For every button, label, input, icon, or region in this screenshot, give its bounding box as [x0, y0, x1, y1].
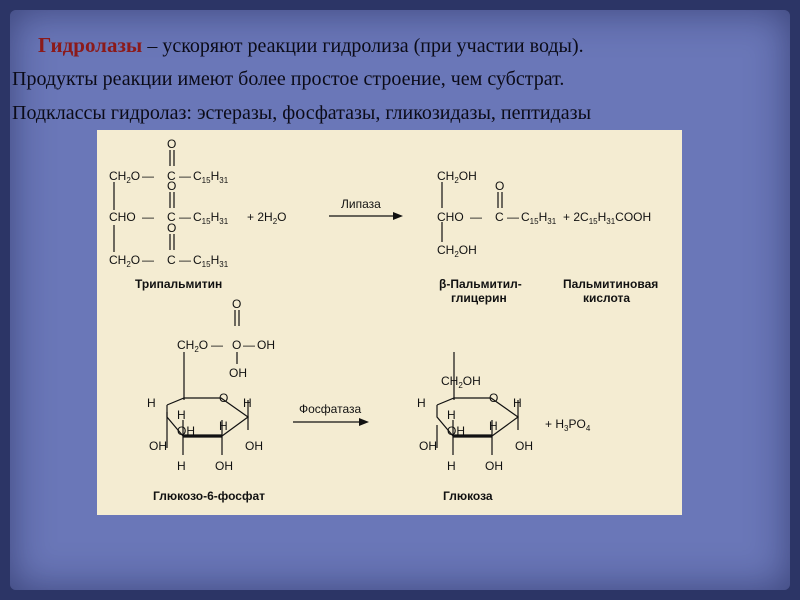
atom-oh: OH: [485, 459, 503, 473]
atom-c: C: [495, 210, 504, 224]
heading-line-3: Подклассы гидролаз: эстеразы, фосфатазы,…: [12, 102, 592, 124]
atom-h: H: [243, 396, 252, 410]
label-palmitylglycerol-2: глицерин: [451, 291, 507, 305]
atom-ch2oh: CH2OH: [437, 169, 477, 185]
atom-ch2o: CH2O: [109, 169, 140, 185]
bond-dash: —: [211, 338, 223, 352]
enzyme-lipase: Липаза: [341, 197, 381, 211]
atom-oh: OH: [177, 424, 195, 438]
bond-lines: [113, 150, 520, 455]
atom-oh: OH: [229, 366, 247, 380]
atom-ch2o: CH2O: [177, 338, 208, 354]
atom-ch2oh: CH2OH: [441, 374, 481, 390]
label-tripalmitin: Трипальмитин: [135, 277, 222, 291]
atom-h: H: [177, 408, 186, 422]
atom-o: O: [167, 179, 176, 193]
atom-ch2oh: CH2OH: [437, 243, 477, 259]
atom-h: H: [147, 396, 156, 410]
reaction-diagram: O CH2O — C — C15H31 O CHO — C — C15H31 O…: [109, 137, 658, 503]
heading-line-1: Гидролазы – ускоряют реакции гидролиза (…: [38, 30, 584, 61]
label-palmitic-acid-1: Пальмитиновая: [563, 277, 658, 291]
water-term: + 2H2O: [247, 210, 286, 226]
atom-c15h31: C15H31: [193, 253, 229, 269]
atom-oh: OH: [215, 459, 233, 473]
heading-line-2: Продукты реакции имеют более простое стр…: [12, 68, 565, 90]
term-hydrolases: Гидролазы: [38, 33, 143, 57]
term-definition: – ускоряют реакции гидролиза (при участи…: [142, 35, 584, 57]
atom-ring-o: O: [219, 391, 228, 405]
atom-c15h31: C15H31: [193, 210, 229, 226]
label-palmitylglycerol-1: β-Пальмитил-: [439, 277, 522, 291]
atom-h: H: [513, 396, 522, 410]
atom-c: C: [167, 210, 176, 224]
atom-oh: OH: [515, 439, 533, 453]
atom-h: H: [489, 419, 498, 433]
atom-o: O: [167, 221, 176, 235]
atom-cho: CHO: [437, 210, 464, 224]
atom-oh: OH: [419, 439, 437, 453]
atom-c15h31: C15H31: [521, 210, 557, 226]
atom-ch2o: CH2O: [109, 253, 140, 269]
label-palmitic-acid-2: кислота: [583, 291, 630, 305]
atom-oh: OH: [245, 439, 263, 453]
atom-h: H: [417, 396, 426, 410]
atom-c: C: [167, 253, 176, 267]
bond-dash: —: [142, 210, 154, 224]
bond-dash: —: [507, 210, 519, 224]
bond-dash: —: [179, 253, 191, 267]
atom-oh: OH: [447, 424, 465, 438]
arrowheads: [359, 212, 403, 426]
atom-ring-o: O: [489, 391, 498, 405]
atom-oh: OH: [149, 439, 167, 453]
bond-dash: —: [142, 253, 154, 267]
label-glucose-6-phosphate: Глюкозо-6-фосфат: [153, 489, 265, 503]
bond-dash: —: [179, 169, 191, 183]
atom-o: O: [232, 338, 241, 352]
atom-c: C: [167, 169, 176, 183]
atom-o: O: [232, 297, 241, 311]
atom-o: O: [495, 179, 504, 193]
atom-oh: OH: [257, 338, 275, 352]
atom-h: H: [219, 419, 228, 433]
atom-o: O: [167, 137, 176, 151]
bond-dash: —: [243, 338, 255, 352]
enzyme-phosphatase: Фосфатаза: [299, 402, 361, 416]
label-glucose: Глюкоза: [443, 489, 493, 503]
bond-dash: —: [179, 210, 191, 224]
reaction-figure: O CH2O — C — C15H31 O CHO — C — C15H31 O…: [97, 130, 682, 515]
atom-c15h31: C15H31: [193, 169, 229, 185]
phosphoric-acid-formula: + H3PO4: [545, 417, 591, 433]
atom-h: H: [447, 408, 456, 422]
bond-dash: —: [142, 169, 154, 183]
bond-dash: —: [470, 210, 482, 224]
atom-h: H: [177, 459, 186, 473]
atom-h: H: [447, 459, 456, 473]
palmitic-acid-formula: + 2C15H31COOH: [563, 210, 651, 226]
atom-cho: CHO: [109, 210, 136, 224]
